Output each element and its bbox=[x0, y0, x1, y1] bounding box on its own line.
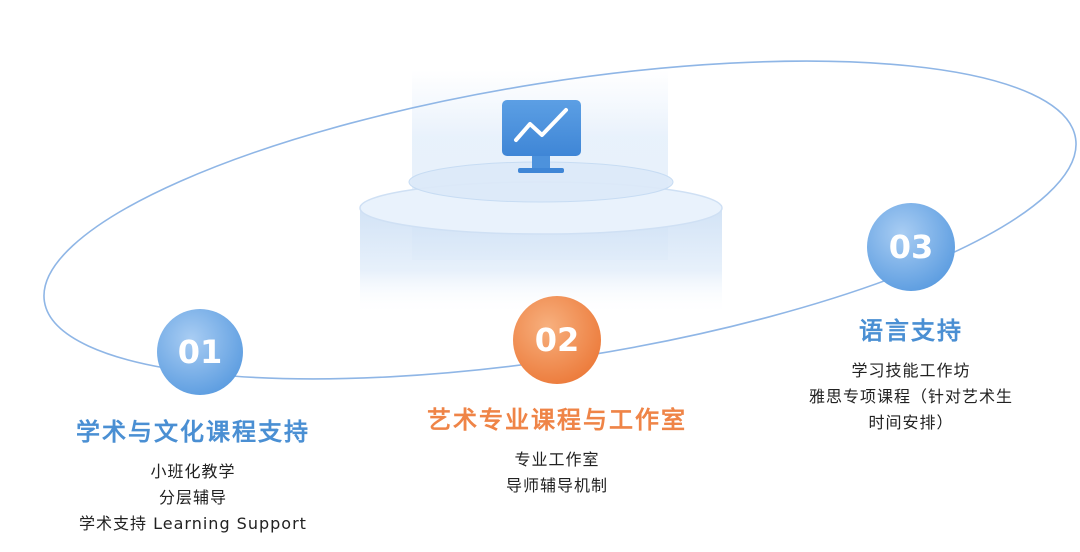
step-1-item: 分层辅导 bbox=[158, 488, 227, 507]
step-2-title: 艺术专业课程与工作室 bbox=[427, 406, 687, 434]
step-3-number: 03 bbox=[888, 228, 934, 266]
step-2-circle bbox=[513, 296, 601, 384]
step-3-item: 时间安排） bbox=[868, 413, 954, 432]
step-3-item: 雅思专项课程（针对艺术生 bbox=[808, 387, 1014, 406]
step-1-number: 01 bbox=[177, 333, 223, 371]
step-1-title: 学术与文化课程支持 bbox=[76, 418, 310, 446]
step-2-text: 艺术专业课程与工作室 专业工作室 导师辅导机制 bbox=[427, 400, 687, 499]
step-1-item: 学术支持 Learning Support bbox=[79, 514, 307, 533]
step-2-item: 专业工作室 bbox=[514, 450, 600, 469]
step-1-text: 学术与文化课程支持 小班化教学 分层辅导 学术支持 Learning Suppo… bbox=[76, 412, 310, 537]
step-1-item: 小班化教学 bbox=[150, 462, 236, 481]
step-3-item: 学习技能工作坊 bbox=[851, 361, 971, 380]
monitor-chart-icon bbox=[502, 100, 581, 173]
step-3-title: 语言支持 bbox=[858, 317, 963, 345]
step-2-item: 导师辅导机制 bbox=[505, 476, 608, 495]
step-3-circle bbox=[867, 203, 955, 291]
step-3-text: 语言支持 学习技能工作坊 雅思专项课程（针对艺术生 时间安排） bbox=[809, 311, 1013, 436]
step-1-circle bbox=[157, 309, 243, 395]
step-2-number: 02 bbox=[534, 321, 580, 359]
